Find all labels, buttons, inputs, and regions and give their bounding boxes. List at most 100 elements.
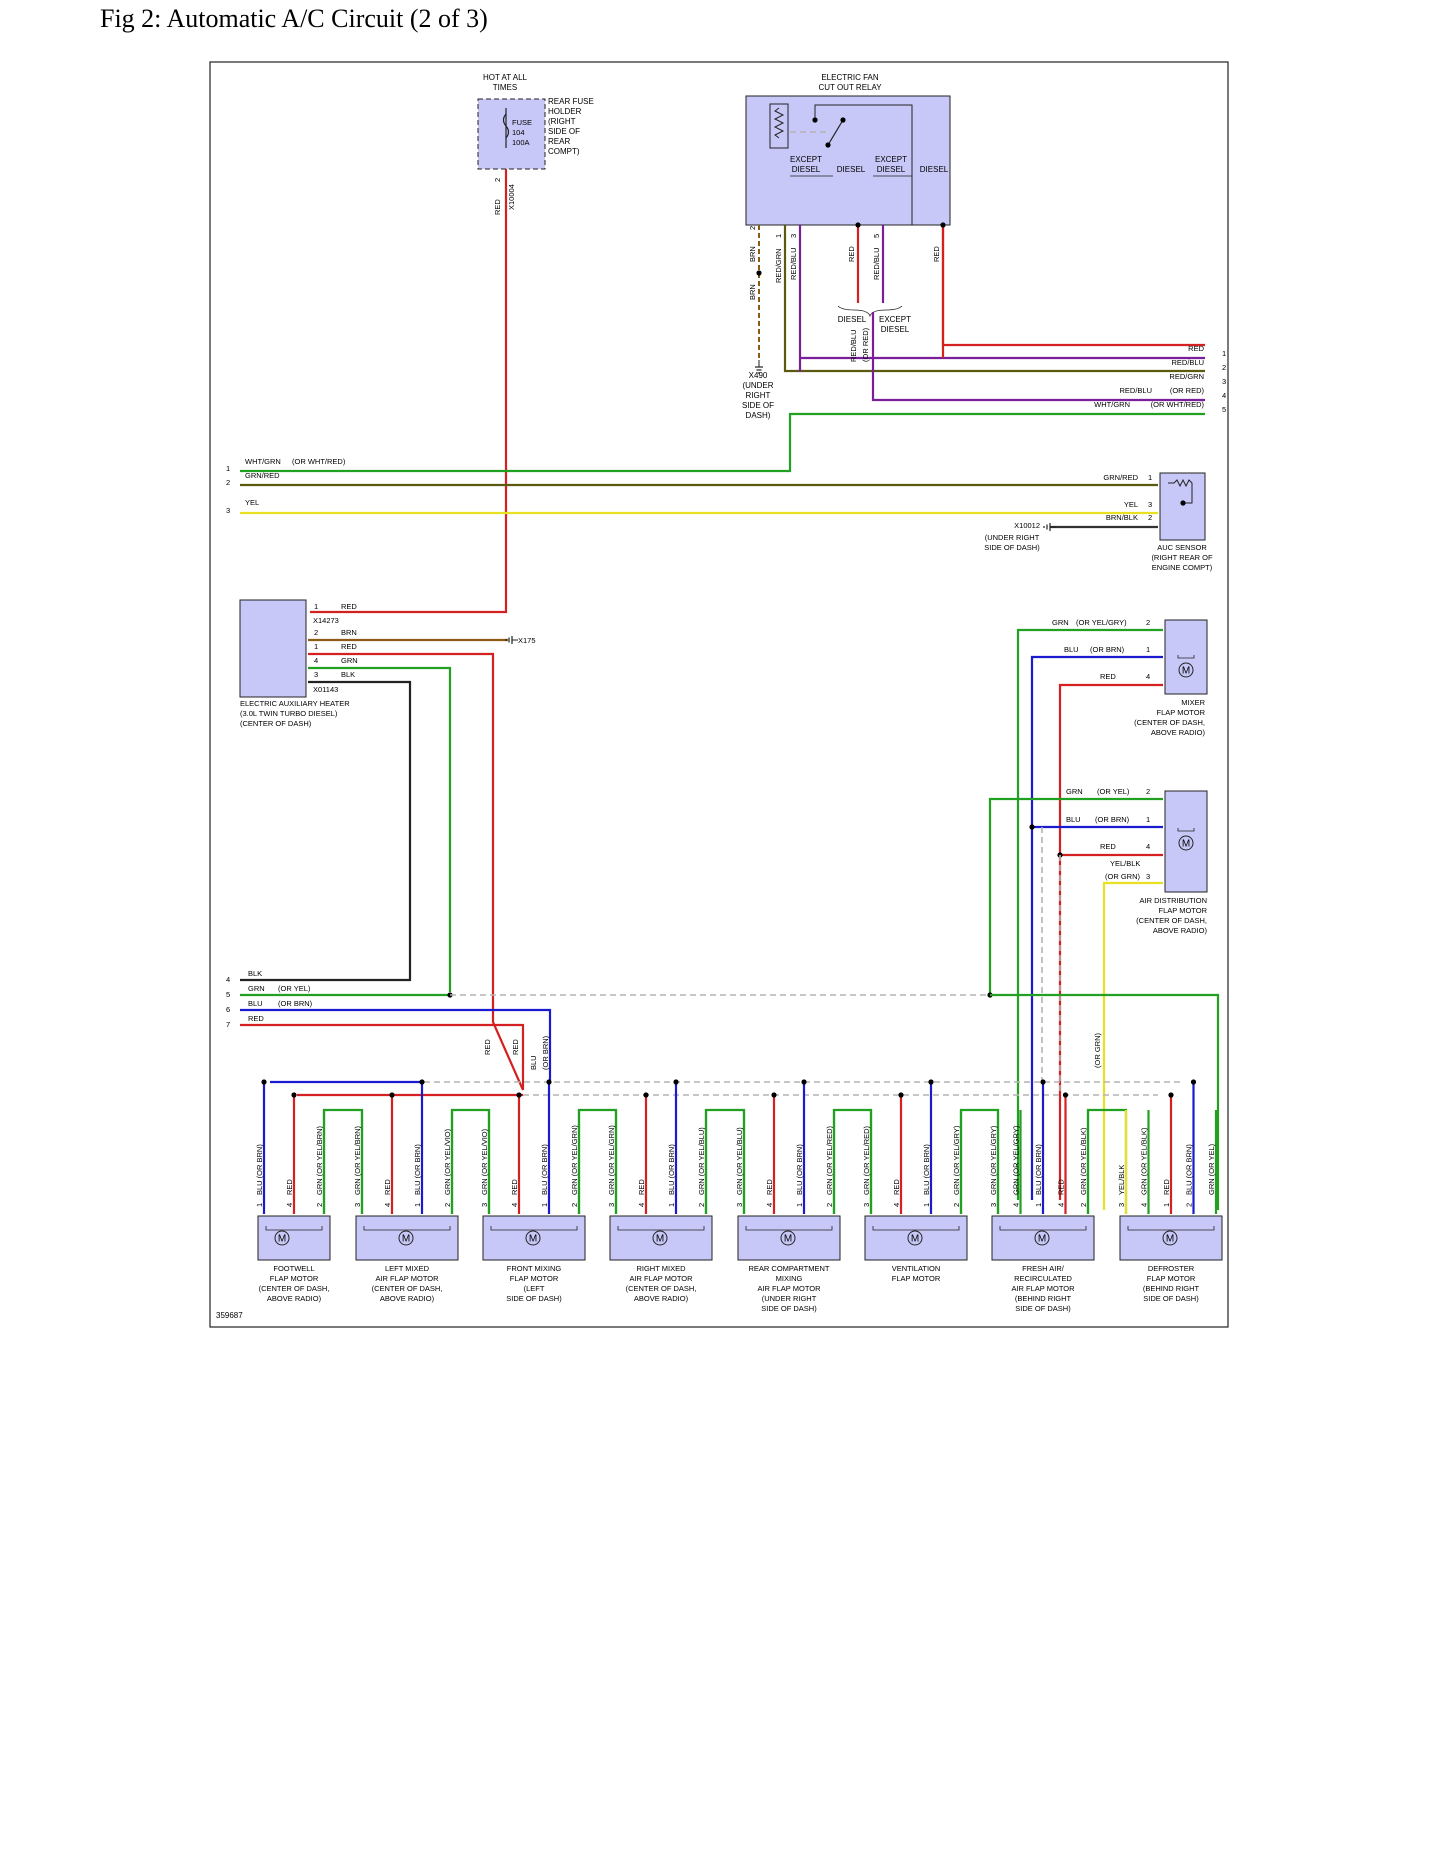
relay-title: ELECTRIC FAN [821, 73, 879, 82]
right-ref-label: WHT/GRN [1094, 400, 1130, 409]
relay-option: DIESEL [837, 165, 866, 174]
motor-wire-label: GRN (OR YEL/BLU) [697, 1127, 706, 1195]
splice-dot [1168, 1092, 1174, 1098]
motor-box-2 [355, 1215, 459, 1261]
relay-diesel-wire: RED/BLU [849, 329, 858, 362]
wire-red-blu-or-red [871, 312, 1205, 402]
fuse-hot-label: HOT AT ALL [483, 73, 528, 82]
motor-icon [274, 1230, 290, 1246]
motor-label: FOOTWELL [273, 1264, 314, 1273]
airdist-pin-number: 4 [1146, 842, 1150, 851]
auc-pin-wire: BRN/BLK [1106, 513, 1138, 522]
motor-label: AIR FLAP MOTOR [375, 1274, 439, 1283]
motor-pin-number: 4 [637, 1203, 646, 1207]
motor-wire-label: BLU (OR BRN) [922, 1144, 931, 1195]
splice-dot [771, 1092, 777, 1098]
motor-wire-label: GRN (OR YEL/VIO) [443, 1128, 452, 1195]
motor-pin-number: 4 [892, 1203, 901, 1207]
motor-label: (CENTER OF DASH, [626, 1284, 697, 1293]
relay-switch-icon [827, 119, 844, 146]
mixer-pin-wire: BLU [1064, 645, 1079, 654]
relay-diesel-label: EXCEPT [879, 315, 911, 324]
airdist-motor-label: (CENTER OF DASH, [1136, 916, 1207, 925]
motor-pin-number: 3 [862, 1203, 871, 1207]
motor-pin-number: 1 [795, 1203, 804, 1207]
motor-bracket [872, 1226, 960, 1231]
aux-heater-box [239, 599, 307, 698]
auc-ground-label: (UNDER RIGHT [985, 533, 1040, 542]
wire-red-grn [783, 225, 1205, 373]
splice-dot [419, 1079, 425, 1085]
right-ref-label: RED/BLU [1119, 386, 1152, 395]
motor-wire-label: BLU (OR BRN) [1034, 1144, 1043, 1195]
left-ref-number: 6 [226, 1005, 230, 1014]
motor-pin-number: 2 [697, 1203, 706, 1207]
splice-dot [1062, 1092, 1069, 1098]
left-ref-number: 2 [226, 478, 230, 487]
relay-pin-wire: RED [932, 246, 941, 262]
heater-pin-wire: GRN [341, 656, 358, 665]
motor-pin-number: 2 [952, 1203, 961, 1207]
motor-pin-number: 4 [765, 1203, 774, 1207]
splice-dot [1029, 824, 1035, 830]
motor-icon-letter: M [1182, 839, 1190, 850]
heater-pin-number: 4 [314, 656, 318, 665]
motor-label: RIGHT MIXED [636, 1264, 686, 1273]
motor-icon [525, 1230, 541, 1246]
relay-pin-number: 2 [748, 226, 757, 230]
motor-pin-number: 4 [1012, 1203, 1021, 1207]
auc-pin-number: 1 [1148, 473, 1152, 482]
auc-sensor-label: AUC SENSOR [1157, 543, 1207, 552]
bus-wire-label: BLU [529, 1055, 538, 1070]
motor-pin-number: 4 [1057, 1203, 1066, 1207]
relay-pin-wire: RED/GRN [774, 248, 783, 283]
splice-dot [898, 1092, 904, 1098]
motor-wire-label: RED [1057, 1179, 1066, 1195]
heater-pin-wire: BLK [341, 670, 355, 679]
splice-dot [840, 117, 846, 123]
motor-label: AIR FLAP MOTOR [629, 1274, 693, 1283]
left-ref-label: YEL [245, 498, 259, 507]
bus-wire-label: (OR BRN) [541, 1035, 550, 1070]
motor-label: (LEFT [524, 1284, 545, 1293]
wire-grn [308, 666, 452, 992]
relay-option: DIESEL [920, 165, 949, 174]
fuse-holder-label: REAR FUSE [548, 97, 594, 106]
mixer-pin-alt: (OR YEL/GRY) [1076, 618, 1127, 627]
auc-pin-wire: YEL [1124, 500, 1138, 509]
relay-pin-wire: RED/BLU [872, 247, 881, 280]
sensor-thermistor-icon [1168, 478, 1193, 504]
motor-pin-number: 1 [413, 1203, 422, 1207]
relay-pin-number: 5 [872, 234, 881, 238]
motor-wire-label: YEL/BLK [1117, 1165, 1126, 1195]
motor-label: MIXING [776, 1274, 803, 1283]
relay-ground-label: RIGHT [746, 391, 771, 400]
fuse-pin: 2 [493, 178, 502, 182]
motor-label: (UNDER RIGHT [762, 1294, 817, 1303]
motor-pin-number: 3 [480, 1203, 489, 1207]
motor-wire-label: GRN (OR YEL/GRY) [989, 1125, 998, 1195]
splice-dot [546, 1079, 552, 1085]
right-ref-number: 4 [1222, 391, 1226, 400]
left-ref-alt: (OR WHT/RED) [292, 457, 346, 466]
motor-wire-label: GRN (OR YEL/BRN) [315, 1125, 324, 1195]
heater-pin-wire: RED [341, 642, 357, 651]
motor-wire-label: BLU (OR BRN) [540, 1144, 549, 1195]
right-ref-label: RED [1188, 344, 1204, 353]
left-ref-label: WHT/GRN [245, 457, 281, 466]
relay-ground-wire-label: BRN [748, 284, 757, 300]
motor-icon [1034, 1230, 1050, 1246]
relay-contact [814, 104, 913, 225]
motor-pin-number: 1 [922, 1203, 931, 1207]
airdist-pin-number: 2 [1146, 787, 1150, 796]
left-ref-label: RED [248, 1014, 264, 1023]
heater-label: (CENTER OF DASH) [240, 719, 312, 728]
relay-diesel-label: DIESEL [838, 315, 867, 324]
wire-red-blu [798, 225, 1205, 372]
splice-dot [756, 270, 762, 276]
motor-icon [1178, 662, 1194, 678]
motor-icon [907, 1230, 923, 1246]
motor-wire-label: RED [383, 1179, 392, 1195]
motor-pin-number: 1 [1034, 1203, 1043, 1207]
motor-label: ABOVE RADIO) [634, 1294, 689, 1303]
